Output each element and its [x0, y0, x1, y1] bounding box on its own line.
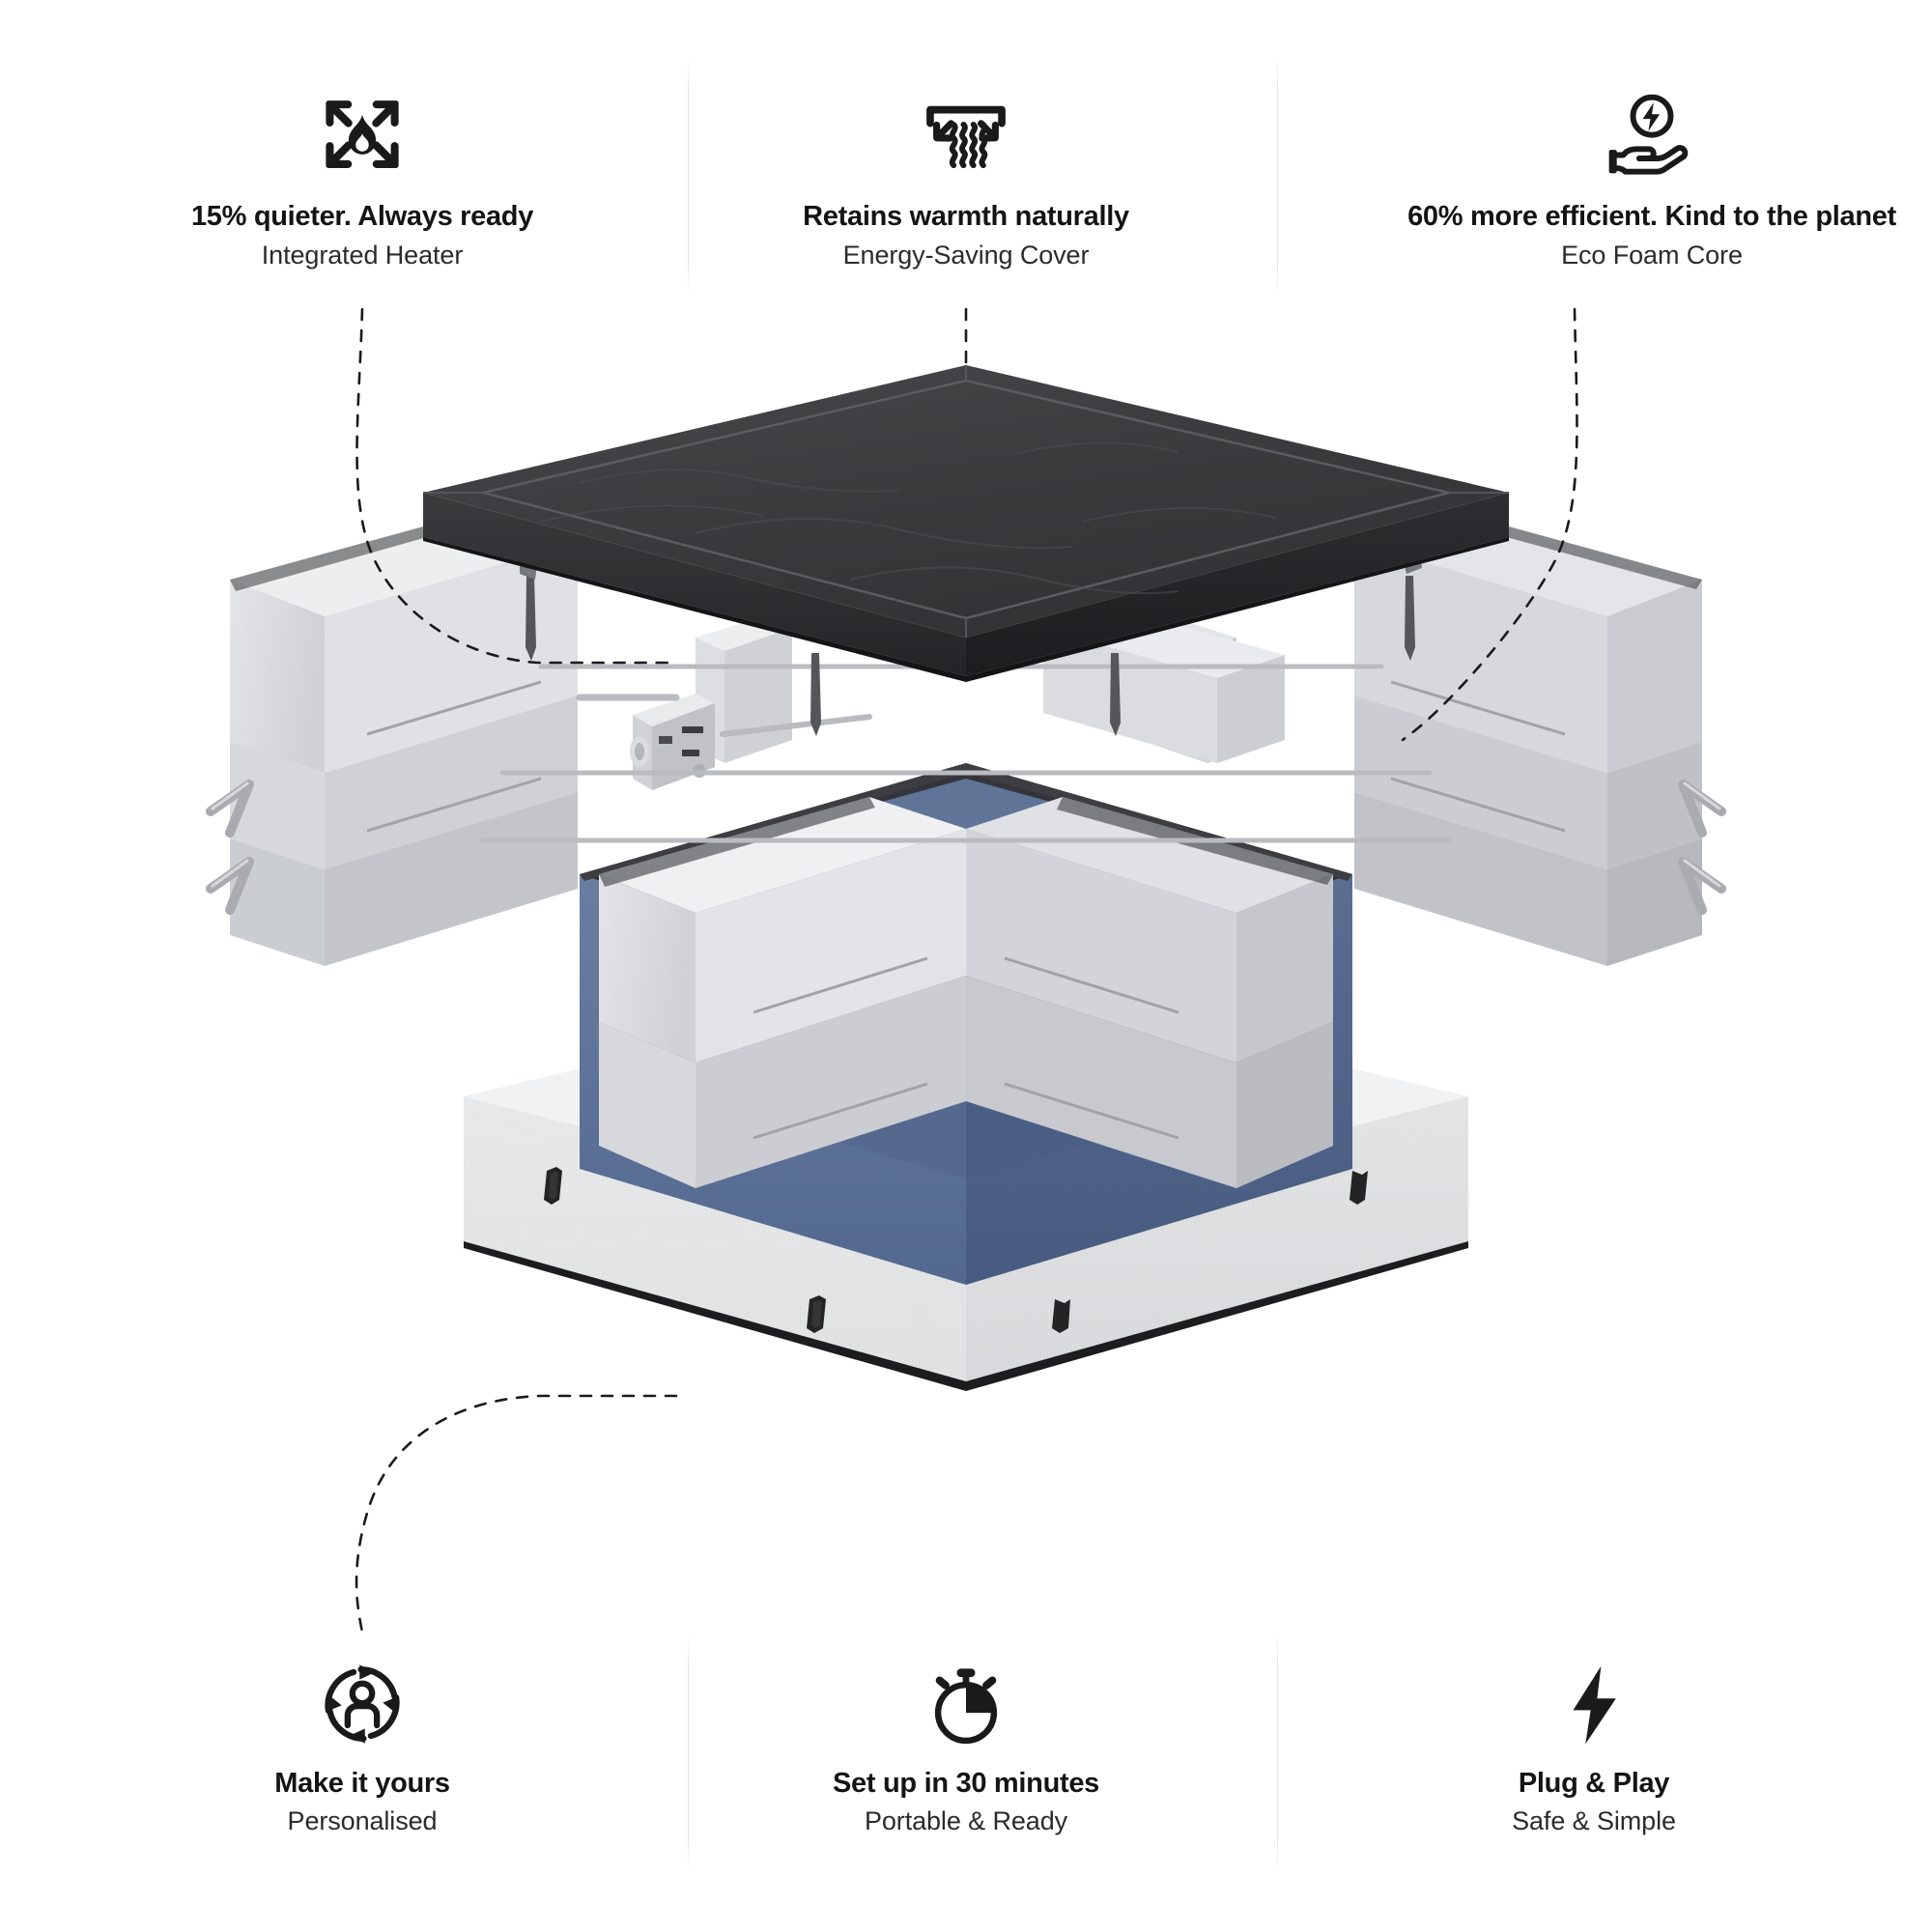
feature-subline: Energy-Saving Cover	[842, 241, 1090, 270]
divider-bottom-right	[1277, 1633, 1278, 1872]
feature-headline: Make it yours	[274, 1768, 450, 1799]
feature-integrated-heater: 15% quieter. Always ready Integrated Hea…	[150, 70, 575, 272]
divider-top-left	[688, 56, 689, 296]
lightning-bolt-icon	[1381, 1642, 1806, 1747]
feature-subline: Integrated Heater	[261, 241, 464, 270]
feature-personalised: Make it yours Personalised	[150, 1642, 575, 1836]
feature-subline: Eco Foam Core	[1561, 241, 1743, 270]
divider-top-right	[1277, 56, 1278, 296]
feature-headline: Set up in 30 minutes	[833, 1768, 1099, 1799]
feature-headline: 60% more efficient. Kind to the planet	[1407, 201, 1896, 232]
feature-subline: Personalised	[287, 1806, 438, 1835]
product-part-bracket-connectors	[206, 780, 1726, 915]
feature-headline: Plug & Play	[1518, 1768, 1670, 1799]
product-layer-insulated-cover	[423, 365, 1509, 736]
feature-headline: 15% quieter. Always ready	[190, 201, 534, 232]
stopwatch-icon	[753, 1642, 1179, 1747]
feature-energy-saving-cover: Retains warmth naturally Energy-Saving C…	[753, 70, 1179, 272]
cover-heat-retention-icon	[753, 70, 1179, 176]
feature-portable-ready: Set up in 30 minutes Portable & Ready	[753, 1642, 1179, 1836]
feature-subline: Safe & Simple	[1512, 1806, 1676, 1835]
feature-headline: Retains warmth naturally	[803, 201, 1129, 232]
hand-holding-energy-icon	[1381, 70, 1922, 176]
flame-expand-icon	[150, 70, 575, 176]
feature-eco-foam-core: 60% more efficient. Kind to the planet E…	[1381, 70, 1922, 272]
feature-safe-simple: Plug & Play Safe & Simple	[1381, 1642, 1806, 1836]
feature-subline: Portable & Ready	[864, 1806, 1068, 1835]
person-cycle-icon	[150, 1642, 575, 1747]
divider-bottom-left	[688, 1633, 689, 1872]
